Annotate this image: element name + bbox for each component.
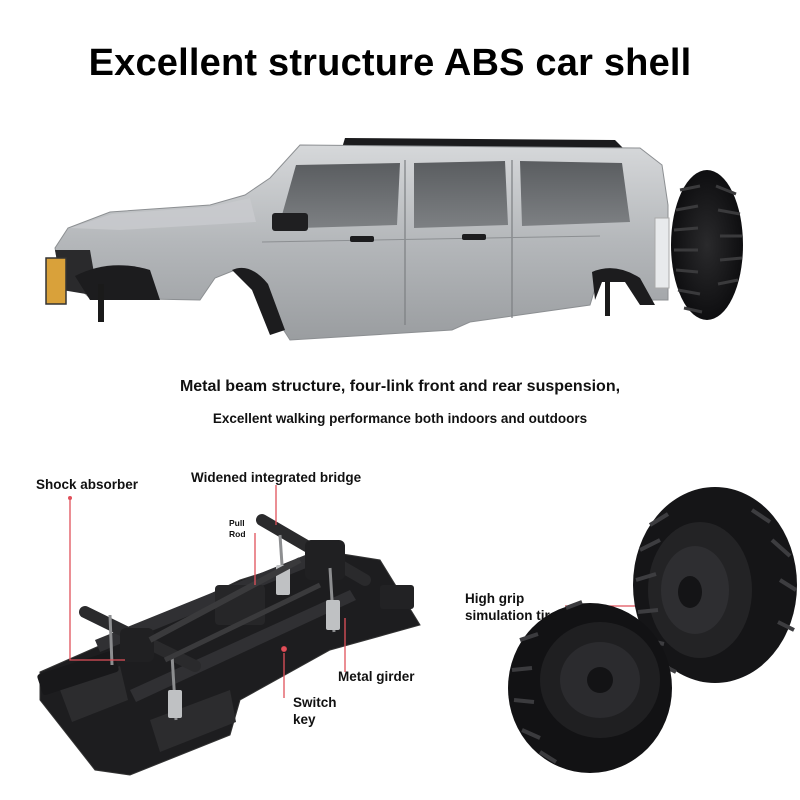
- switch-key-label-line-2: key: [293, 712, 316, 727]
- headlight: [45, 257, 67, 305]
- tire-label-line-1: High grip: [465, 591, 525, 606]
- caption-line-1: Metal beam structure, four-link front an…: [179, 378, 621, 395]
- shock-absorber-label: Shock absorber: [36, 477, 139, 492]
- side-mirror: [272, 213, 308, 231]
- pull-rod-label: Pull Rod: [229, 518, 246, 540]
- tire-label-line-2: simulation tire: [465, 608, 558, 623]
- metal-girder-label: Metal girder: [338, 669, 415, 684]
- rear-wheel-arch: [592, 268, 655, 305]
- caption-line-2: Excellent walking performance both indoo…: [212, 411, 588, 426]
- switch-key-label-line-1: Switch: [293, 695, 337, 710]
- tire-lower: [508, 600, 672, 773]
- rear-diff: [305, 540, 345, 580]
- rear-window: [520, 161, 630, 226]
- pull-rod-label-line-2: Rod: [229, 529, 246, 539]
- switch-key-label: Switch key: [293, 694, 337, 728]
- shock-absorber-line: [69, 498, 125, 661]
- front-wheel-arch: [232, 267, 285, 335]
- widened-bridge-label: Widened integrated bridge: [191, 470, 362, 485]
- headline: Excellent structure ABS car shell: [88, 42, 692, 84]
- tire-label: High grip simulation tire: [465, 590, 557, 624]
- pull-rod-label-line-1: Pull: [229, 518, 245, 528]
- front-window: [282, 163, 400, 228]
- tire-upper: [633, 487, 798, 683]
- middle-window: [414, 161, 508, 228]
